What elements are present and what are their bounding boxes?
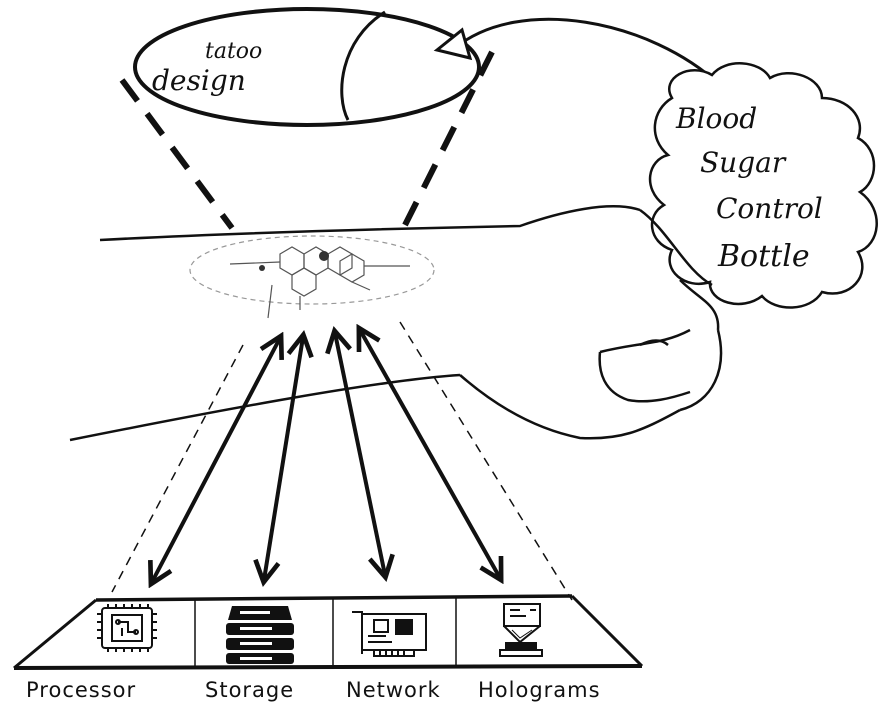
label-processor: Processor: [26, 678, 137, 702]
arm-sketch: [69, 205, 723, 442]
bubble-projection-lines: [119, 50, 495, 230]
data-arrows: [152, 330, 500, 582]
blood-sugar-cloud: Blood Sugar Control Bottle: [648, 62, 878, 309]
hologram-projector-icon: [499, 603, 543, 657]
cloud-text-line4: Bottle: [717, 239, 810, 274]
tattoo-label-line1: tatoo: [205, 39, 262, 64]
cloud-text-line3: Control: [716, 192, 823, 225]
label-holograms: Holograms: [478, 678, 601, 702]
label-storage: Storage: [205, 678, 295, 702]
storage-server-icon: [226, 606, 294, 664]
network-card-icon: [352, 611, 427, 657]
tattoo-design-bubble: tatoo design: [133, 7, 481, 127]
tattoo-label-line2: design: [152, 64, 246, 97]
cloud-text-line2: Sugar: [700, 146, 787, 179]
component-platform: [13, 594, 644, 670]
cloud-text-line1: Blood: [675, 102, 757, 135]
processor-chip-icon: [97, 604, 157, 652]
bubble-cloud-connector: [433, 17, 722, 87]
skin-tattoo-circuit: [189, 235, 435, 319]
label-network: Network: [346, 678, 441, 702]
